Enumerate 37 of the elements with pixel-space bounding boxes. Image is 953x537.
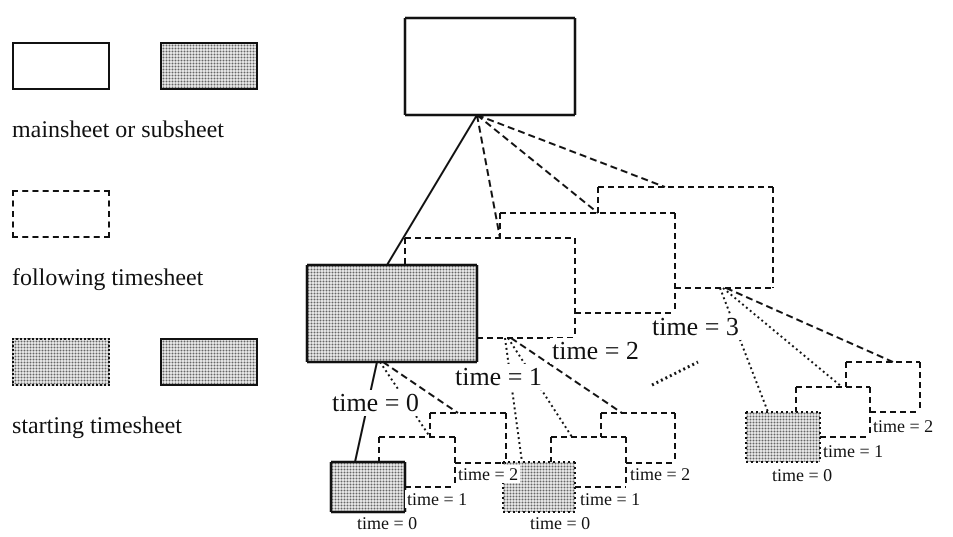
timesheet-box: [379, 437, 455, 487]
shaded-sheet-box: [746, 412, 820, 462]
time-label: time = 1: [821, 442, 886, 460]
legend-label: starting timesheet: [12, 414, 182, 438]
time-label: time = 1: [405, 490, 470, 508]
time-label: time = 0: [528, 514, 592, 532]
shaded-sheet-box: [307, 265, 477, 362]
shaded-sheet-box: [331, 462, 405, 512]
dashed-line: [476, 114, 666, 188]
time-label: time = 3: [650, 314, 741, 340]
time-label: time = 1: [578, 490, 642, 508]
time-label: time = 2: [628, 465, 692, 483]
time-label: time = 0: [330, 390, 421, 416]
dashed-line: [382, 361, 459, 414]
shaded-sheet-box: [503, 462, 575, 512]
dashed-line: [510, 337, 623, 414]
timesheet-box: [405, 238, 575, 338]
dashed-line: [476, 114, 599, 214]
time-label: time = 0: [770, 466, 834, 484]
dotted-line: [722, 287, 843, 388]
time-label: time = 0: [355, 514, 420, 532]
dashed-line: [726, 287, 894, 363]
timesheet-box: [601, 413, 675, 463]
time-label: time = 1: [453, 364, 544, 390]
legend-label: mainsheet or subsheet: [12, 118, 224, 142]
time-label: time = 2: [871, 417, 936, 435]
time-label: time = 2: [456, 465, 520, 483]
timesheet-box: [551, 437, 626, 487]
timesheet-box: [796, 387, 870, 437]
connector-line: [386, 114, 478, 266]
legend-label: following timesheet: [12, 266, 204, 290]
timesheet-box: [430, 413, 506, 463]
dashed-line: [476, 114, 501, 238]
timesheet-box: [598, 187, 773, 288]
timesheet-box: [500, 213, 675, 313]
sheet-box: [405, 18, 575, 115]
timesheet-box: [846, 362, 920, 412]
